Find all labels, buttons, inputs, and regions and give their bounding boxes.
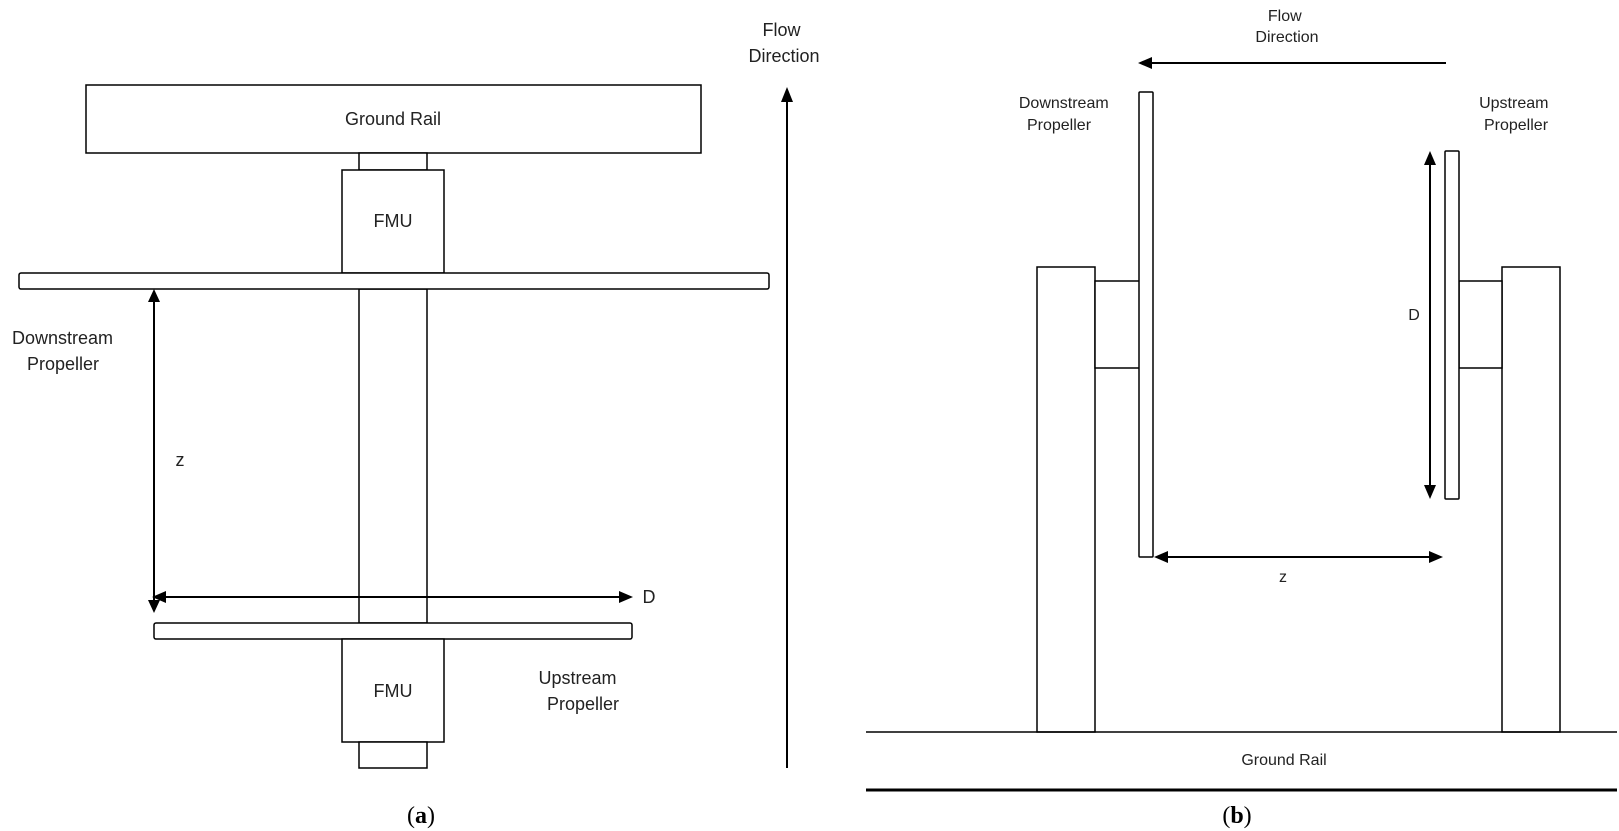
panel-a: Ground Rail FMU Downstream Propeller Ups… — [12, 20, 820, 829]
fmu-top — [341, 169, 445, 274]
downstream-propeller-b — [1138, 91, 1154, 558]
d-dimension-arrow-a — [152, 591, 633, 603]
z-label-a: z — [176, 450, 185, 470]
z-dimension-arrow-b — [1154, 551, 1443, 563]
ground-rail-a — [85, 84, 702, 154]
left-hub-b — [1094, 280, 1141, 369]
panel-b: Flow Direction Downstream Propeller Upst… — [866, 8, 1617, 829]
right-support-b — [1501, 266, 1561, 733]
bottom-connector-a — [358, 741, 428, 769]
fmu-bottom — [341, 638, 445, 743]
ground-rail-a-label: Ground Rail — [345, 109, 441, 129]
flow-direction-arrow-a — [781, 87, 793, 768]
flow-direction-b-label: Flow Direction — [1255, 8, 1318, 46]
d-label-a: D — [643, 587, 656, 607]
d-dimension-arrow-b — [1424, 151, 1436, 499]
z-label-b: z — [1279, 569, 1287, 586]
upstream-propeller-b — [1444, 150, 1460, 500]
upstream-propeller-a-label: Upstream Propeller — [538, 668, 621, 714]
z-dimension-arrow-a — [148, 289, 160, 613]
flow-direction-arrow-b — [1138, 57, 1446, 69]
d-label-b: D — [1408, 307, 1420, 324]
fmu-bottom-label: FMU — [374, 681, 413, 701]
fmu-top-label: FMU — [374, 211, 413, 231]
upstream-propeller-b-label: Upstream Propeller — [1479, 95, 1553, 134]
right-hub-b — [1458, 280, 1503, 369]
upstream-propeller-a — [153, 622, 633, 640]
left-support-b — [1036, 266, 1096, 733]
rail-connector-a — [358, 152, 428, 171]
ground-rail-b-label: Ground Rail — [1241, 752, 1326, 769]
shaft-a — [358, 288, 428, 624]
flow-direction-a-label: Flow Direction — [748, 20, 819, 66]
downstream-propeller-b-label: Downstream Propeller — [1019, 95, 1113, 134]
caption-b: (b) — [1222, 803, 1251, 829]
caption-a: (a) — [407, 803, 435, 829]
downstream-propeller-a-label: Downstream Propeller — [12, 328, 118, 374]
downstream-propeller-a — [18, 272, 770, 290]
